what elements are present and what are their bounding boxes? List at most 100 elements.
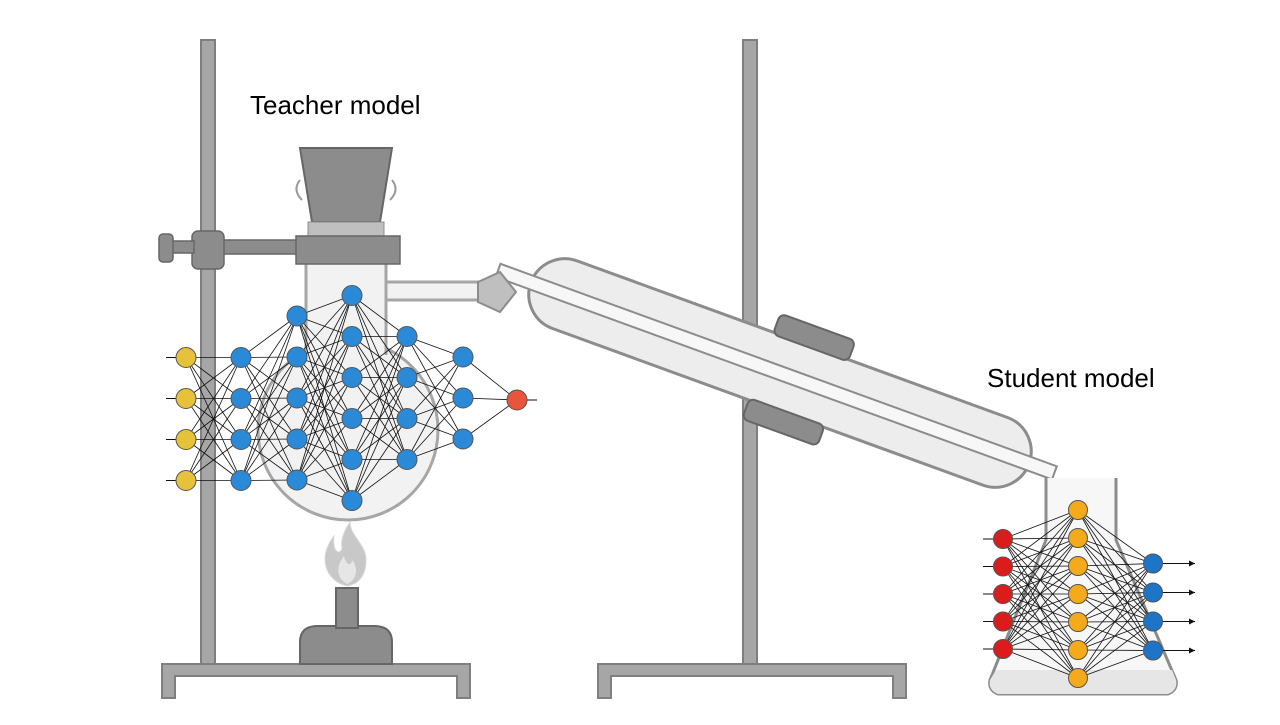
teacher-hidden-node: [452, 346, 474, 368]
teacher-edge: [351, 295, 408, 337]
teacher-edge: [462, 356, 518, 401]
student-edge: [1002, 509, 1079, 595]
left-retort-stand-icon: [161, 39, 471, 699]
student-edge: [1077, 565, 1154, 622]
teacher-hidden-node: [230, 347, 252, 368]
student-edges: [1002, 509, 1154, 679]
teacher-hidden-node: [286, 305, 308, 327]
teacher-edge: [351, 377, 408, 501]
teacher-hidden-node: [341, 285, 363, 306]
teacher-hidden-node: [230, 429, 252, 450]
teacher-hidden-node: [341, 449, 363, 470]
student-edge: [1077, 563, 1154, 623]
student-edge: [1077, 509, 1154, 622]
teacher-hidden-node: [396, 326, 418, 347]
teacher-edge: [296, 336, 353, 481]
teacher-hidden-node: [341, 408, 363, 429]
funnel-icon: [295, 147, 397, 237]
teacher-edge: [351, 336, 408, 501]
student-edge: [1077, 563, 1154, 651]
student-hidden-node: [1068, 584, 1088, 604]
teacher-edge: [240, 438, 298, 481]
student-edge: [1077, 563, 1154, 595]
student-network: [983, 500, 1195, 688]
student-edge: [1077, 563, 1154, 679]
teacher-input-node: [175, 347, 197, 368]
student-edge: [1077, 509, 1154, 593]
student-hidden-node: [1068, 500, 1088, 520]
teacher-edge: [406, 356, 464, 460]
student-edge: [1002, 593, 1079, 650]
student-edge: [1002, 648, 1079, 679]
teacher-edge: [185, 357, 242, 399]
teacher-hidden-node: [396, 408, 418, 429]
teacher-edge: [240, 315, 298, 440]
student-edge: [1077, 537, 1154, 593]
teacher-hidden-node: [230, 470, 252, 491]
student-edge: [1077, 592, 1154, 679]
student-edge: [1077, 537, 1154, 622]
teacher-hidden-node: [286, 346, 308, 368]
student-edge: [1002, 621, 1079, 650]
student-edge: [1002, 509, 1079, 650]
teacher-edge: [296, 377, 353, 481]
teacher-hidden-node: [341, 367, 363, 388]
teacher-edge: [185, 398, 242, 481]
student-edge: [1077, 650, 1154, 679]
student-output-node: [1143, 611, 1163, 632]
teacher-edge: [240, 315, 298, 399]
teacher-edge: [351, 336, 408, 378]
teacher-edge: [296, 295, 353, 440]
teacher-hidden-node: [341, 326, 363, 347]
student-edge: [1077, 593, 1154, 622]
teacher-hidden-node: [286, 428, 308, 450]
student-edge: [1077, 565, 1154, 593]
student-edge: [1077, 593, 1154, 651]
student-input-node: [993, 529, 1013, 549]
student-edge: [1002, 509, 1079, 567]
teacher-edge: [240, 315, 298, 358]
teacher-edge: [462, 399, 518, 440]
teacher-edge: [185, 357, 242, 440]
teacher-hidden-node: [452, 387, 474, 409]
student-edge: [1077, 565, 1154, 651]
teacher-edge: [351, 459, 408, 501]
student-output-node: [1143, 582, 1163, 603]
student-input-node: [993, 556, 1013, 577]
student-edge: [1077, 621, 1154, 651]
teacher-input-node: [175, 388, 197, 409]
student-edge: [1077, 563, 1154, 567]
teacher-edge: [240, 315, 298, 481]
teacher-input-node: [175, 470, 197, 491]
teacher-hidden-node: [396, 367, 418, 388]
teacher-edge: [351, 418, 408, 501]
student-edge: [1002, 509, 1079, 622]
teacher-hidden-node: [452, 428, 474, 450]
student-input-node: [993, 611, 1013, 632]
student-edge: [1002, 565, 1079, 650]
teacher-edge: [406, 356, 464, 419]
bunsen-burner-icon: [299, 587, 393, 665]
teacher-network: [166, 285, 537, 511]
teacher-edge: [406, 397, 464, 460]
teacher-output-node: [506, 389, 528, 411]
student-hidden-node: [1068, 556, 1088, 576]
teacher-edge: [296, 295, 353, 481]
student-hidden-node: [1068, 640, 1088, 660]
teacher-edge: [185, 357, 242, 481]
teacher-hidden-node: [286, 387, 308, 409]
student-hidden-node: [1068, 528, 1088, 548]
student-edge: [1077, 509, 1154, 564]
teacher-edge: [296, 295, 353, 399]
student-input-node: [993, 639, 1013, 659]
student-edge: [1077, 621, 1154, 679]
teacher-input-node: [175, 429, 197, 450]
student-hidden-node: [1068, 612, 1088, 632]
student-model-label: Student model: [987, 363, 1155, 393]
student-input-node: [993, 584, 1013, 604]
teacher-hidden-node: [341, 490, 363, 511]
teacher-edge: [351, 336, 408, 419]
teacher-hidden-node: [396, 449, 418, 470]
